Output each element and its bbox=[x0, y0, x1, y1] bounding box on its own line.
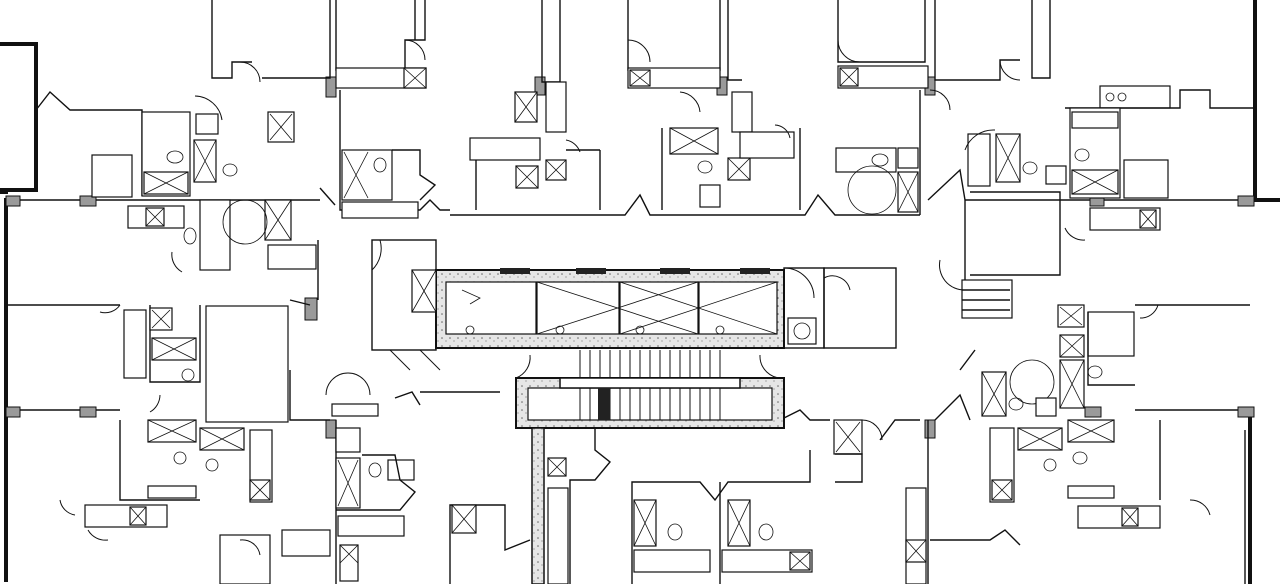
stair-treads bbox=[559, 350, 741, 420]
upper-center-units bbox=[341, 81, 951, 219]
left-units bbox=[35, 90, 317, 541]
top-units bbox=[211, 0, 1171, 109]
elevator-stair-core bbox=[371, 239, 966, 429]
corridor bbox=[289, 90, 976, 441]
structural-columns bbox=[5, 76, 1255, 439]
bottom-shaft bbox=[531, 427, 611, 584]
right-units bbox=[961, 89, 1255, 584]
lower-center-units bbox=[219, 372, 1021, 584]
